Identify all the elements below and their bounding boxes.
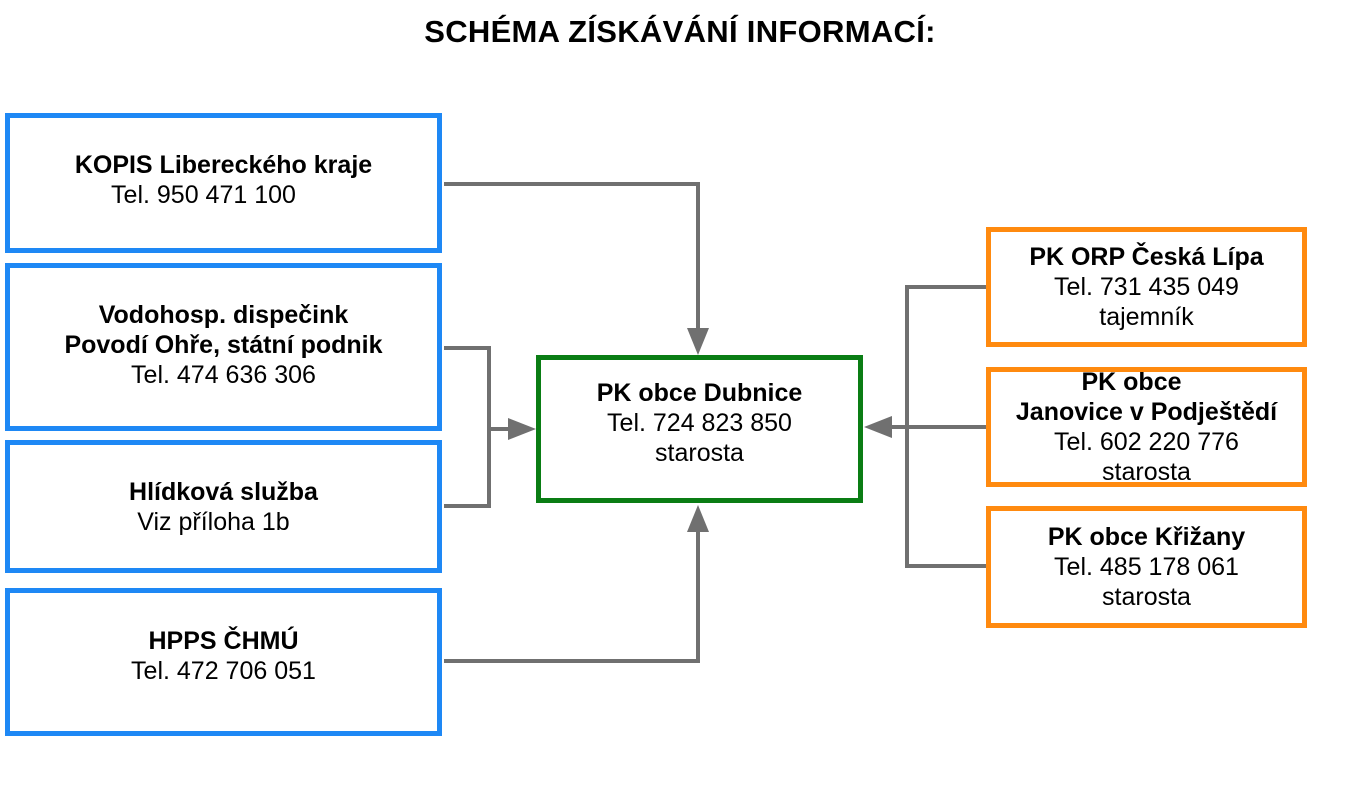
krizany-name: PK obce Křižany — [1047, 523, 1246, 551]
municipality-box-orp: PK ORP Česká Lípa Tel. 731 435 049 tajem… — [986, 227, 1307, 347]
arrowhead-bottom-icon — [687, 505, 709, 532]
center-box-dubnice: PK obce Dubnice Tel. 724 823 850 starost… — [536, 355, 863, 503]
connector-kopis-to-center — [444, 182, 700, 350]
arrowhead-left-icon — [508, 418, 536, 440]
janovice-name-line1: PK obce — [1081, 368, 1182, 396]
janovice-phone: Tel. 602 220 776 — [1054, 428, 1239, 456]
diagram-title: SCHÉMA ZÍSKÁVÁNÍ INFORMACÍ: — [424, 14, 936, 49]
arrowhead-top-icon — [687, 328, 709, 355]
source-box-hpps: HPPS ČHMÚ Tel. 472 706 051 — [5, 588, 442, 736]
janovice-name-line2: Janovice v Podještědí — [1015, 398, 1278, 426]
orp-role: tajemník — [1099, 303, 1194, 331]
janovice-role: starosta — [1102, 458, 1191, 486]
kopis-phone: Tel. 950 471 100 — [111, 181, 296, 209]
orp-name: PK ORP Česká Lípa — [1029, 243, 1264, 271]
arrowhead-right-icon — [864, 416, 892, 438]
connector-vodohosp-bracket — [444, 346, 491, 508]
center-phone: Tel. 724 823 850 — [607, 409, 792, 437]
source-box-kopis: KOPIS Libereckého kraje Tel. 950 471 100 — [5, 113, 442, 253]
vodohosp-name-line2: Povodí Ohře, státní podnik — [64, 331, 383, 359]
hlidkova-name: Hlídková služba — [129, 477, 318, 506]
source-box-hlidkova: Hlídková služba Viz příloha 1b — [5, 440, 442, 573]
vodohosp-phone: Tel. 474 636 306 — [131, 361, 316, 389]
hlidkova-note: Viz příloha 1b — [137, 507, 290, 536]
municipality-box-janovice: PK obce Janovice v Podještědí Tel. 602 2… — [986, 367, 1307, 487]
kopis-name: KOPIS Libereckého kraje — [74, 151, 373, 179]
center-role: starosta — [655, 439, 744, 467]
municipality-box-krizany: PK obce Křižany Tel. 485 178 061 starost… — [986, 506, 1307, 628]
orp-phone: Tel. 731 435 049 — [1054, 273, 1239, 301]
krizany-role: starosta — [1102, 583, 1191, 611]
center-name: PK obce Dubnice — [596, 379, 803, 407]
vodohosp-name-line1: Vodohosp. dispečink — [98, 301, 349, 329]
source-box-vodohosp: Vodohosp. dispečink Povodí Ohře, státní … — [5, 263, 442, 431]
hpps-phone: Tel. 472 706 051 — [131, 657, 316, 685]
krizany-phone: Tel. 485 178 061 — [1054, 553, 1239, 581]
hpps-name: HPPS ČHMÚ — [148, 627, 299, 655]
connector-hpps-to-center — [444, 510, 700, 663]
